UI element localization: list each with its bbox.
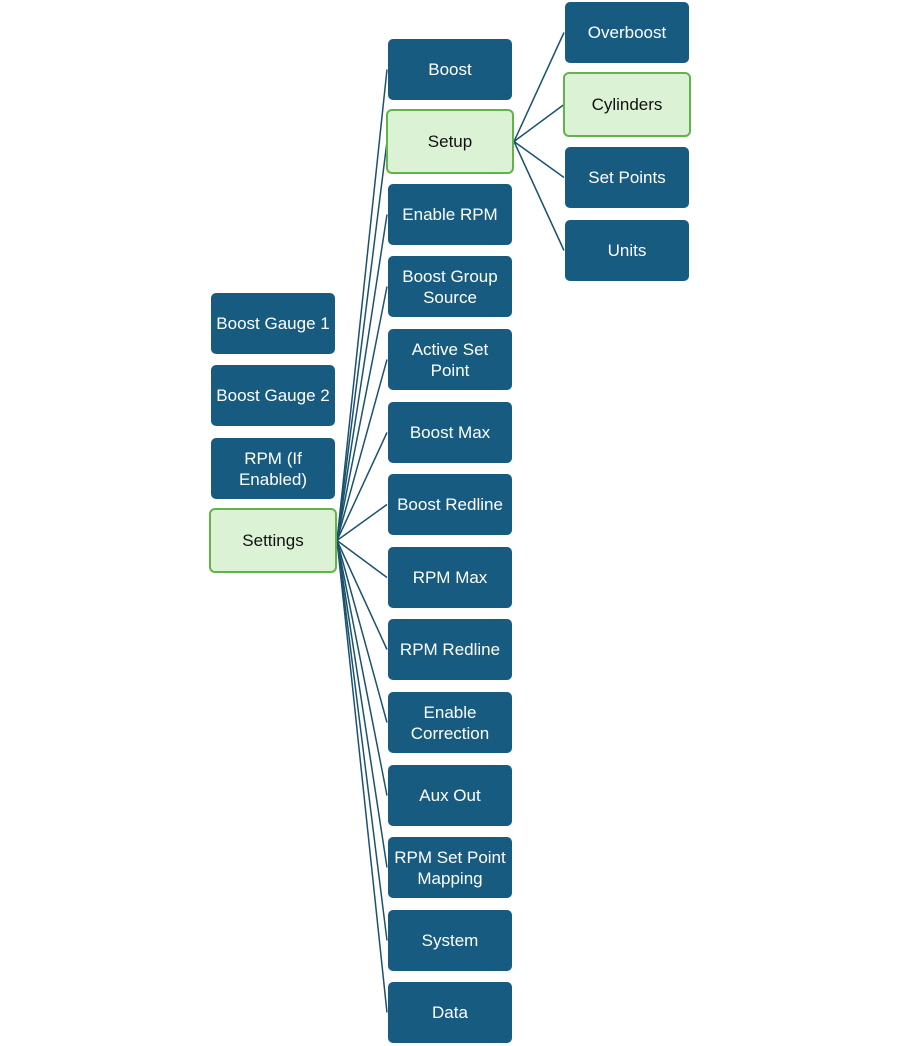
settings-item-system[interactable]: System [388, 910, 512, 971]
connector-line [336, 540, 388, 650]
settings-item-active-set-point[interactable]: Active Set Point [388, 329, 512, 390]
connector-line [336, 539, 388, 579]
root-item-rpm-if-enabled[interactable]: RPM (If Enabled) [211, 438, 335, 499]
settings-item-aux-out[interactable]: Aux Out [388, 765, 512, 826]
settings-item-enable-rpm[interactable]: Enable RPM [388, 184, 512, 245]
connector-line [513, 32, 565, 142]
settings-item-data[interactable]: Data [388, 982, 512, 1043]
settings-item-rpm-redline[interactable]: RPM Redline [388, 619, 512, 680]
settings-item-rpm-max[interactable]: RPM Max [388, 547, 512, 608]
settings-item-boost-max[interactable]: Boost Max [388, 402, 512, 463]
setup-item-cylinders[interactable]: Cylinders [563, 72, 691, 137]
connector-line [336, 432, 388, 541]
connector-line [513, 140, 565, 179]
root-item-boost-gauge-1[interactable]: Boost Gauge 1 [211, 293, 335, 354]
connector-line [336, 540, 388, 868]
connector-line [336, 214, 388, 541]
connector-line [336, 359, 388, 541]
connector-line [513, 141, 565, 251]
connector-line [336, 540, 388, 1013]
connector-line [336, 69, 388, 541]
connector-line [336, 503, 388, 542]
settings-item-boost-group-source[interactable]: Boost Group Source [388, 256, 512, 317]
settings-item-boost-redline[interactable]: Boost Redline [388, 474, 512, 535]
settings-item-rpm-set-point-mapping[interactable]: RPM Set Point Mapping [388, 837, 512, 898]
settings-item-boost[interactable]: Boost [388, 39, 512, 100]
connector-line [336, 286, 388, 541]
connector-line [336, 141, 388, 541]
root-item-boost-gauge-2[interactable]: Boost Gauge 2 [211, 365, 335, 426]
setup-item-overboost[interactable]: Overboost [565, 2, 689, 63]
setup-item-units[interactable]: Units [565, 220, 689, 281]
settings-item-enable-correction[interactable]: Enable Correction [388, 692, 512, 753]
connector-line [336, 540, 388, 796]
setup-item-set-points[interactable]: Set Points [565, 147, 689, 208]
connector-line [513, 103, 565, 143]
root-item-settings[interactable]: Settings [209, 508, 337, 573]
connector-line [336, 540, 388, 723]
connector-line [336, 540, 388, 941]
settings-item-setup[interactable]: Setup [386, 109, 514, 174]
